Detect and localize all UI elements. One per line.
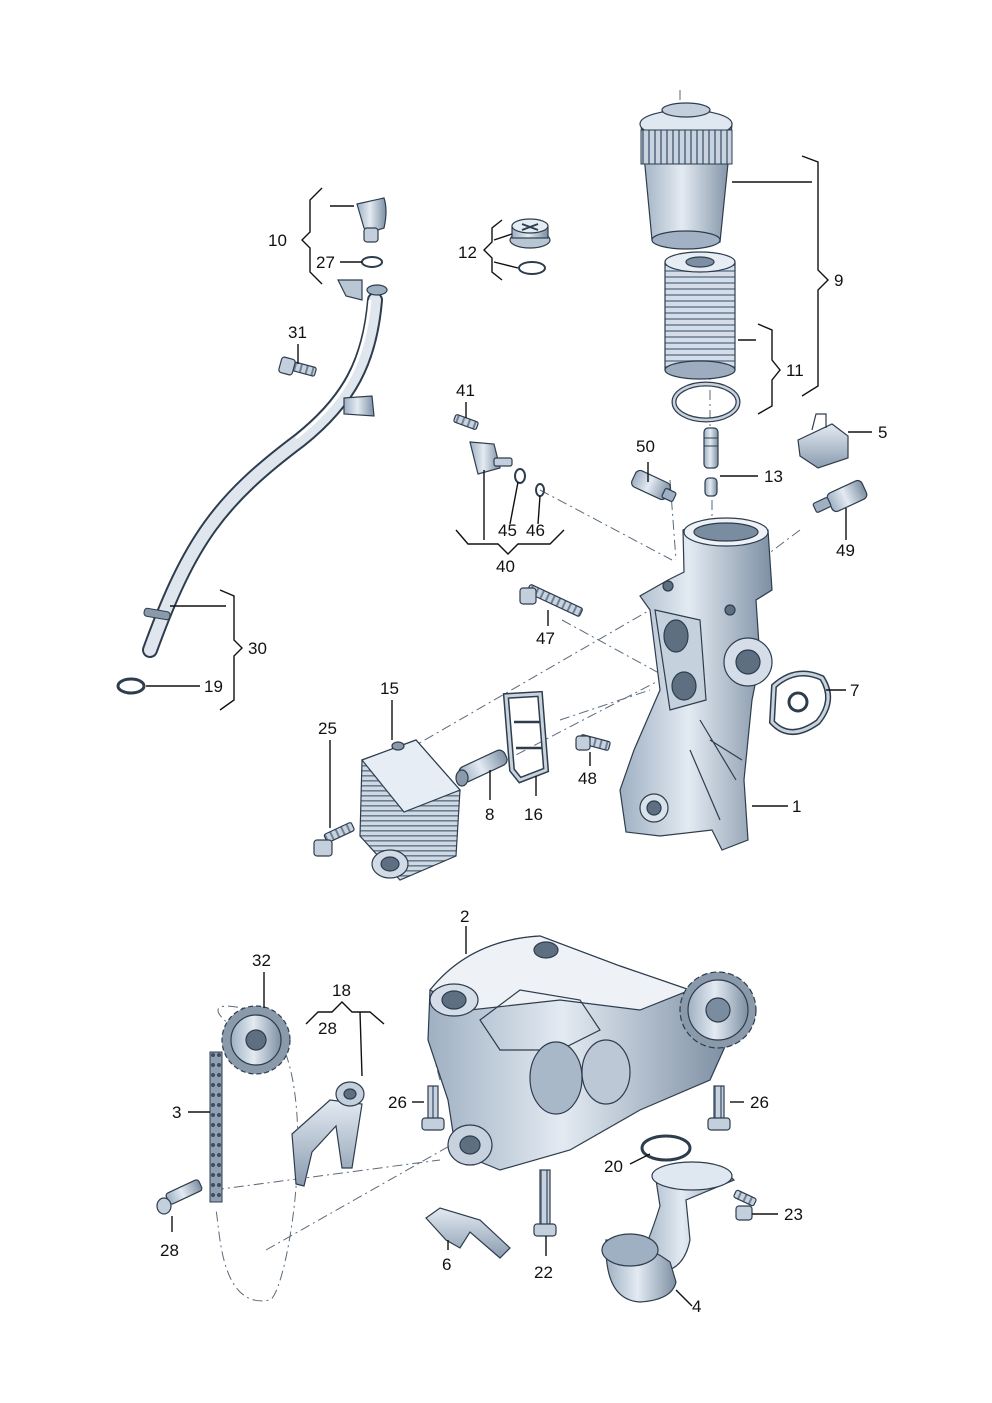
label-28-lower: 28 — [160, 1241, 179, 1260]
fitting-8 — [455, 749, 508, 787]
pressure-relief-valve — [703, 427, 719, 497]
label-9: 9 — [834, 271, 843, 290]
label-26-right: 26 — [750, 1093, 769, 1112]
label-27: 27 — [316, 253, 335, 272]
gasket-20 — [640, 1134, 692, 1162]
label-50: 50 — [636, 437, 655, 456]
label-40: 40 — [496, 557, 515, 576]
bolt-31 — [278, 356, 317, 377]
label-12: 12 — [458, 243, 477, 262]
baffle-6 — [425, 1207, 511, 1259]
oil-filler-cap — [509, 218, 551, 275]
label-28-upper: 28 — [318, 1019, 337, 1038]
label-10: 10 — [268, 231, 287, 250]
label-11: 11 — [786, 361, 804, 380]
oil-filter-element — [664, 251, 736, 380]
oil-pump-sprocket — [679, 971, 757, 1049]
label-4: 4 — [692, 1297, 701, 1316]
gasket-16 — [502, 690, 550, 784]
oil-pickup-pipe — [601, 1161, 736, 1303]
bolt-25 — [313, 822, 355, 857]
label-19: 19 — [204, 677, 223, 696]
label-6: 6 — [442, 1255, 451, 1274]
oil-filter-housing-cap — [639, 102, 733, 250]
label-25: 25 — [318, 719, 337, 738]
bolt-28 — [156, 1179, 203, 1215]
bracket-5 — [797, 413, 849, 469]
label-2: 2 — [460, 907, 469, 926]
sensor-49 — [812, 479, 868, 513]
label-13: 13 — [764, 467, 783, 486]
label-46: 46 — [526, 521, 545, 540]
label-16: 16 — [524, 805, 543, 824]
bolt-26-left — [421, 1085, 445, 1131]
label-1: 1 — [792, 797, 801, 816]
label-7: 7 — [850, 681, 859, 700]
label-26-left: 26 — [388, 1093, 407, 1112]
sensor-50 — [631, 469, 677, 503]
bolt-26-right — [707, 1085, 731, 1131]
label-23: 23 — [784, 1205, 803, 1224]
dipstick-tube — [142, 279, 388, 658]
label-20: 20 — [604, 1157, 623, 1176]
sensor-41 — [453, 414, 545, 497]
drive-chain — [209, 1051, 223, 1203]
label-8: 8 — [485, 805, 494, 824]
label-15: 15 — [380, 679, 399, 698]
o-ring-19 — [116, 677, 146, 695]
crank-sprocket — [221, 1005, 291, 1075]
label-41: 41 — [456, 381, 475, 400]
bolt-23 — [733, 1189, 757, 1221]
gasket-7 — [768, 670, 831, 735]
chain-tensioner — [291, 1081, 365, 1187]
label-32: 32 — [252, 951, 271, 970]
label-30: 30 — [248, 639, 267, 658]
label-31: 31 — [288, 323, 307, 342]
bolt-22 — [533, 1169, 557, 1237]
oil-filter-bracket-housing — [619, 517, 773, 851]
leader-lines — [146, 155, 872, 1307]
label-48: 48 — [578, 769, 597, 788]
part-labels: 9 11 13 5 49 50 7 1 10 27 12 31 41 45 46… — [160, 231, 887, 1316]
label-5: 5 — [878, 423, 887, 442]
filter-seal-ring — [671, 381, 741, 423]
label-49: 49 — [836, 541, 855, 560]
bolt-47 — [519, 584, 583, 617]
label-47: 47 — [536, 629, 555, 648]
label-45: 45 — [498, 521, 517, 540]
dipstick-handle — [356, 197, 387, 243]
label-22: 22 — [534, 1263, 553, 1282]
oil-cooler — [359, 739, 462, 881]
label-18: 18 — [332, 981, 351, 1000]
label-3: 3 — [172, 1103, 181, 1122]
o-ring-27 — [361, 256, 383, 268]
bolt-48 — [575, 734, 611, 751]
oil-pump — [427, 935, 729, 1171]
